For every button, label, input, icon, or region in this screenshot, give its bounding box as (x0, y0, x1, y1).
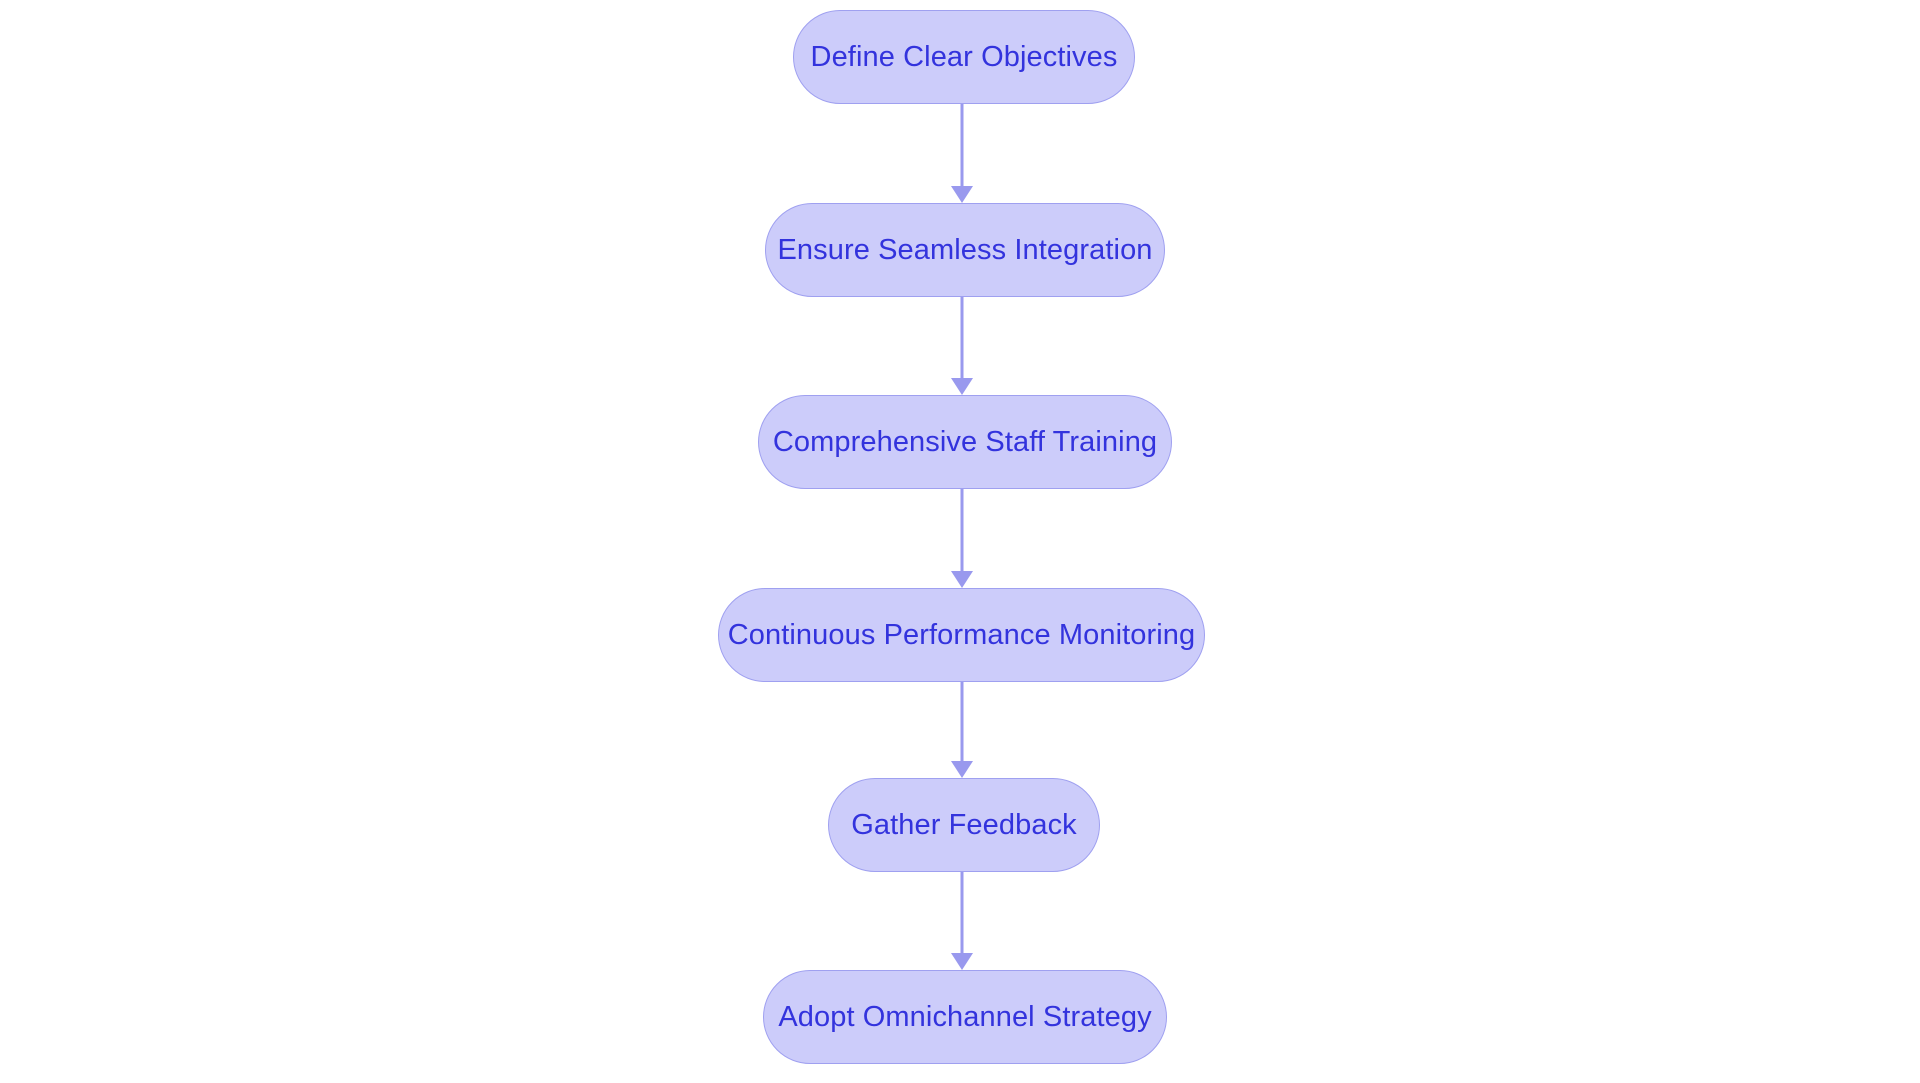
flow-node-define-clear-objectives[interactable]: Define Clear Objectives (793, 10, 1135, 104)
flow-connector-1 (950, 104, 974, 203)
arrowhead-down-icon (951, 186, 973, 203)
arrowhead-down-icon (951, 571, 973, 588)
flow-node-label: Gather Feedback (851, 808, 1077, 841)
flow-node-label: Continuous Performance Monitoring (727, 618, 1196, 651)
arrowhead-down-icon (951, 378, 973, 395)
flow-node-continuous-performance-monitoring[interactable]: Continuous Performance Monitoring (718, 588, 1205, 682)
connector-line (960, 297, 964, 378)
flow-node-adopt-omnichannel-strategy[interactable]: Adopt Omnichannel Strategy (763, 970, 1167, 1064)
arrowhead-down-icon (951, 761, 973, 778)
flow-connector-3 (950, 489, 974, 588)
arrowhead-down-icon (951, 953, 973, 970)
connector-line (960, 872, 964, 953)
connector-line (960, 682, 964, 761)
flow-node-label: Define Clear Objectives (810, 40, 1118, 73)
flow-node-label: Adopt Omnichannel Strategy (778, 1000, 1152, 1033)
flow-node-gather-feedback[interactable]: Gather Feedback (828, 778, 1100, 872)
flow-connector-5 (950, 872, 974, 970)
flow-node-label: Ensure Seamless Integration (777, 233, 1153, 266)
flow-node-label: Comprehensive Staff Training (772, 425, 1158, 458)
flow-node-comprehensive-staff-training[interactable]: Comprehensive Staff Training (758, 395, 1172, 489)
flow-node-ensure-seamless-integration[interactable]: Ensure Seamless Integration (765, 203, 1165, 297)
flow-connector-4 (950, 682, 974, 778)
connector-line (960, 489, 964, 571)
flow-connector-2 (950, 297, 974, 395)
connector-line (960, 104, 964, 186)
